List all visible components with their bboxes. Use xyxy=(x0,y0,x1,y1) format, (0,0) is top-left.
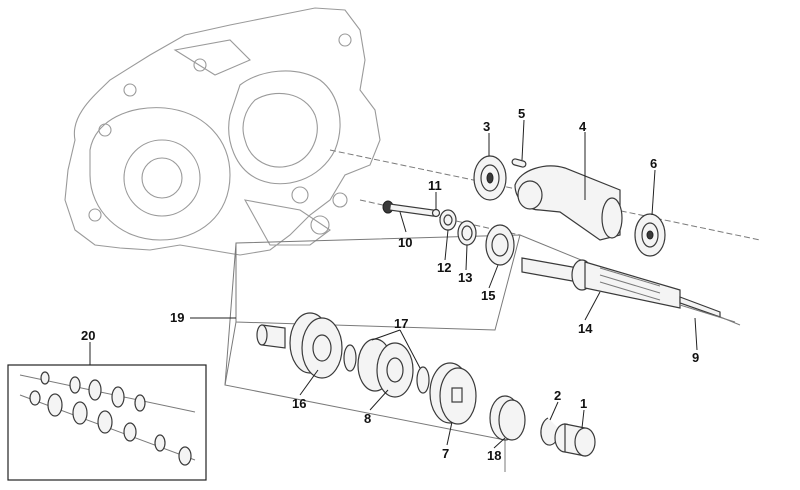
callout-9: 9 xyxy=(692,350,699,365)
ring-17-right xyxy=(416,366,430,394)
callout-5: 5 xyxy=(518,106,525,121)
callout-19: 19 xyxy=(170,310,184,325)
gear-part-16 xyxy=(289,312,343,379)
callout-15: 15 xyxy=(481,288,495,303)
callout-7: 7 xyxy=(442,446,449,461)
callout-20: 20 xyxy=(81,328,95,343)
shift-drum-part-4 xyxy=(514,165,623,241)
callout-leaders xyxy=(89,119,698,449)
callout-6: 6 xyxy=(650,156,657,171)
group-19-frame xyxy=(224,234,741,472)
callout-1: 1 xyxy=(580,396,587,411)
bushing-gear-16 xyxy=(256,324,286,349)
washer-part-12 xyxy=(439,209,457,231)
callout-3: 3 xyxy=(483,119,490,134)
inset-assembly-20 xyxy=(7,364,207,481)
bearing-part-3 xyxy=(473,155,507,201)
callout-labels: 3 5 4 6 11 10 12 13 15 14 9 19 16 17 8 7… xyxy=(81,106,699,463)
callout-13: 13 xyxy=(458,270,472,285)
ring-17-left xyxy=(343,344,357,372)
callout-16: 16 xyxy=(292,396,306,411)
gear-part-7 xyxy=(429,362,477,425)
callout-4: 4 xyxy=(579,119,587,134)
callout-2: 2 xyxy=(554,388,561,403)
pin-part-5 xyxy=(511,158,527,168)
callout-11: 11 xyxy=(428,178,442,193)
rod-part-9 xyxy=(679,304,736,323)
callout-8: 8 xyxy=(364,411,371,426)
callout-10: 10 xyxy=(398,235,412,250)
needle-bearing-part-1 xyxy=(554,423,596,457)
bearing-part-6 xyxy=(634,213,666,257)
bearing-part-15 xyxy=(485,224,515,266)
gear-part-18 xyxy=(489,395,526,441)
ring-part-13 xyxy=(457,220,477,246)
gear-part-8 xyxy=(357,338,414,398)
callout-17: 17 xyxy=(394,316,408,331)
ball-part-11 xyxy=(431,208,441,218)
callout-12: 12 xyxy=(437,260,451,275)
crankcase-housing xyxy=(64,7,381,256)
bolt-part-10 xyxy=(382,200,435,217)
callout-18: 18 xyxy=(487,448,501,463)
callout-14: 14 xyxy=(578,321,593,336)
